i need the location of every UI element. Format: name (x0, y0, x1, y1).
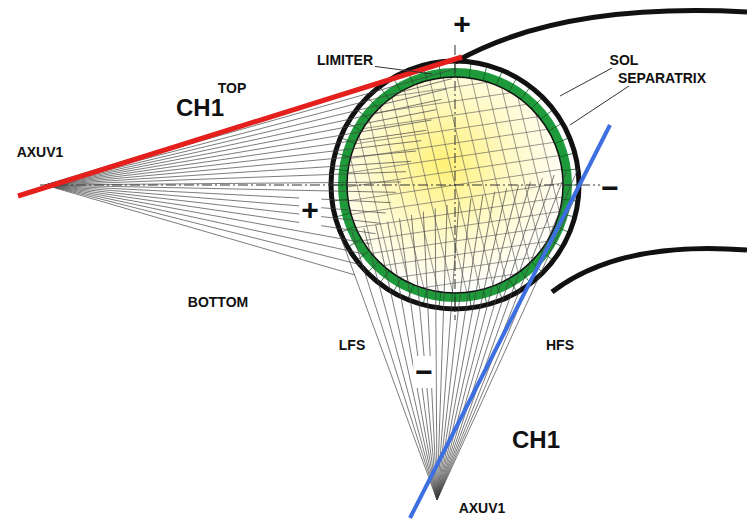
chord-line (411, 215, 437, 500)
chord-line (45, 141, 421, 185)
chord-line (437, 192, 495, 500)
mesh-line (337, 153, 351, 157)
chord-line (45, 161, 411, 185)
mesh-line (562, 169, 576, 171)
chord-line (45, 110, 437, 185)
sign-mark: − (599, 172, 621, 204)
mesh-line (423, 289, 427, 303)
detector-label: AXUV1 (15, 144, 66, 160)
chord-line (45, 185, 355, 275)
mesh-line (593, 60, 653, 310)
mesh-grid (257, 0, 653, 373)
mesh-line (439, 292, 441, 306)
mesh-line (469, 292, 471, 306)
chord-line (45, 182, 401, 185)
leader-line (570, 84, 632, 125)
chord-line (388, 222, 437, 500)
sign-mark: + (299, 194, 321, 226)
mesh-line (469, 64, 471, 78)
chord-line (45, 185, 375, 234)
limiter-wall (455, 11, 747, 62)
region-label: TOP (216, 80, 249, 96)
mesh-line (358, 251, 369, 260)
mesh-line (483, 67, 487, 81)
part-label: SEPARATRIX (616, 70, 708, 86)
chord-line (45, 185, 386, 213)
sign-mark: − (413, 356, 435, 388)
mesh-line (496, 72, 501, 85)
mesh-line (337, 213, 351, 217)
chord-line (45, 120, 431, 185)
mesh-line (394, 279, 401, 291)
mesh-line (549, 124, 561, 131)
chord-line (45, 172, 406, 185)
chord-line (45, 185, 370, 244)
chord-top (18, 57, 462, 196)
mesh-line (555, 138, 568, 143)
mesh-line (509, 79, 516, 91)
channel-label: CH1 (510, 427, 562, 453)
leader-line (372, 66, 432, 74)
chord-line (437, 188, 507, 500)
part-label: LIMITER (315, 52, 375, 68)
mesh-line (541, 111, 552, 120)
chord-line (400, 218, 437, 500)
mesh-line (521, 88, 530, 99)
chord-line (376, 225, 437, 500)
mesh-line (559, 153, 573, 157)
chord-line (437, 168, 578, 500)
lower-wall (552, 248, 747, 292)
chord-bottom (410, 125, 610, 518)
chord-line (45, 99, 442, 185)
chord-fans (45, 58, 590, 500)
detector-label: AXUV1 (457, 500, 508, 516)
chord-line (45, 185, 365, 254)
vertical-axis (455, 45, 456, 320)
chord-line (45, 185, 360, 265)
mesh-line (334, 169, 348, 171)
mesh-line (531, 99, 541, 109)
region-label: LFS (337, 337, 367, 353)
channel-label: CH1 (174, 95, 226, 121)
chord-line (437, 165, 590, 500)
chord-line (437, 185, 519, 500)
region-label: BOTTOM (186, 294, 250, 310)
region-label: HFS (544, 337, 576, 353)
leader-line (560, 68, 612, 96)
region-label: SOL (608, 52, 641, 68)
chord-line (435, 208, 437, 500)
sign-mark: + (451, 8, 473, 40)
chord-line (45, 185, 380, 223)
chord-line (352, 232, 437, 500)
chord-line (45, 130, 426, 185)
